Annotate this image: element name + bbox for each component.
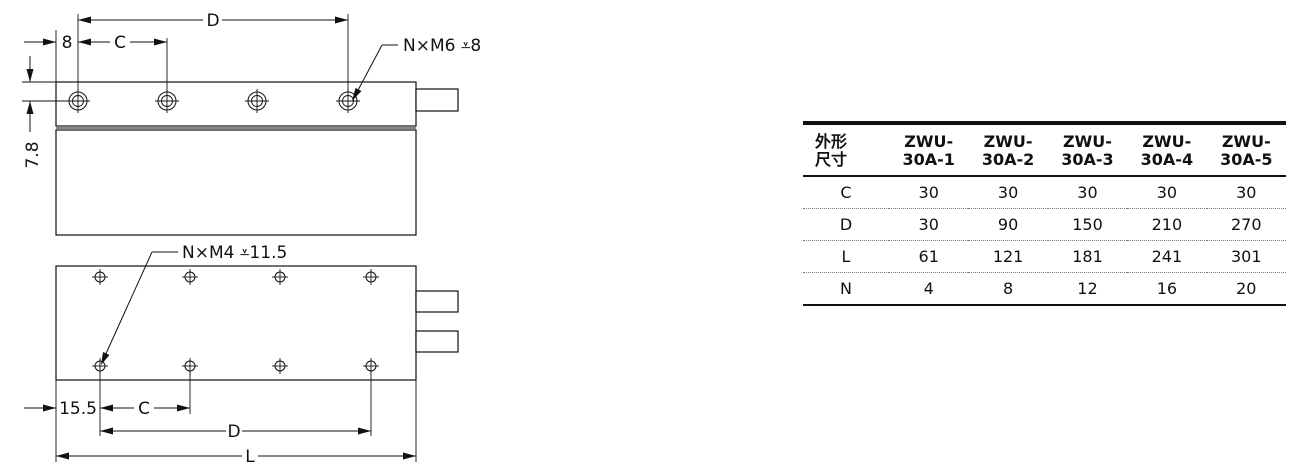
table-cell: 30 bbox=[1047, 176, 1128, 209]
connector-stub-2 bbox=[415, 330, 459, 353]
model-header-line-1: ZWU- bbox=[1142, 132, 1192, 151]
table-cell: 210 bbox=[1127, 208, 1207, 241]
table-cell: 301 bbox=[1206, 240, 1286, 273]
model-header: ZWU- 30A-3 bbox=[1048, 123, 1127, 176]
bottom-hole-7 bbox=[272, 358, 288, 374]
table-cell: 12 bbox=[1047, 272, 1128, 306]
connector-stub bbox=[415, 88, 459, 112]
table-cell: 16 bbox=[1127, 272, 1207, 306]
top-plate-outline bbox=[55, 81, 417, 127]
table-cell: 90 bbox=[968, 208, 1048, 241]
dim-name-cell: N bbox=[803, 272, 889, 306]
table-cell: 270 bbox=[1206, 208, 1286, 241]
bottom-dim-15-5-label: 15.5 bbox=[59, 399, 97, 419]
model-header-line-2: 30A-1 bbox=[902, 150, 955, 169]
technical-drawing: D 8 C 7.8 N×M6 ⩡8 bbox=[22, 11, 481, 467]
top-callout-label: N×M6 ⩡8 bbox=[403, 36, 481, 56]
model-header: ZWU- 30A-4 bbox=[1127, 123, 1206, 176]
bottom-hole-2 bbox=[182, 269, 198, 285]
bottom-hole-3 bbox=[272, 269, 288, 285]
table-cell: 30 bbox=[889, 176, 969, 209]
bottom-hole-8 bbox=[363, 358, 379, 374]
dim-name-cell: L bbox=[803, 240, 889, 273]
bottom-dim-c-label: C bbox=[138, 399, 150, 419]
bottom-body-outline bbox=[55, 265, 417, 381]
corner-header-line-2: 尺寸 bbox=[815, 150, 848, 169]
corner-header: 外形 尺寸 bbox=[803, 123, 889, 176]
model-header-line-2: 30A-4 bbox=[1140, 150, 1194, 169]
model-header-line-1: ZWU- bbox=[1221, 132, 1271, 151]
table-cell: 61 bbox=[889, 240, 969, 273]
top-view: D 8 C 7.8 N×M6 ⩡8 bbox=[22, 11, 481, 236]
table-row: D 30 90 150 210 270 bbox=[803, 208, 1286, 241]
table-cell: 121 bbox=[968, 240, 1048, 273]
dim-name-cell: D bbox=[803, 208, 889, 241]
bottom-view: N×M4 ⩡11.5 15.5 C D L bbox=[24, 243, 459, 467]
connector-stub-1 bbox=[415, 290, 459, 313]
model-header-line-1: ZWU- bbox=[904, 132, 954, 151]
table-header-row: 外形 尺寸 ZWU- 30A-1 ZWU- 30A-2 ZWU- 30A-3 Z… bbox=[803, 123, 1286, 176]
bottom-dim-l-label: L bbox=[245, 447, 255, 467]
dim-name-cell: C bbox=[803, 176, 889, 209]
table-row: N 4 8 12 16 20 bbox=[803, 272, 1286, 306]
model-header-line-2: 30A-2 bbox=[981, 150, 1035, 169]
model-header-line-1: ZWU- bbox=[983, 132, 1033, 151]
table-cell: 181 bbox=[1047, 240, 1128, 273]
table-row: C 30 30 30 30 30 bbox=[803, 176, 1286, 209]
table-cell: 150 bbox=[1047, 208, 1128, 241]
bottom-hole-6 bbox=[182, 358, 198, 374]
table-cell: 30 bbox=[889, 208, 969, 241]
bottom-dim-d-label: D bbox=[227, 422, 240, 442]
table-cell: 30 bbox=[1127, 176, 1207, 209]
model-header-line-1: ZWU- bbox=[1063, 132, 1112, 151]
top-dim-7-8-label: 7.8 bbox=[23, 141, 43, 168]
model-header: ZWU- 30A-2 bbox=[968, 123, 1047, 176]
model-header: ZWU- 30A-1 bbox=[889, 123, 968, 176]
top-dim-8-label: 8 bbox=[62, 33, 73, 53]
housing-outline bbox=[55, 129, 417, 236]
bottom-hole-4 bbox=[363, 269, 379, 285]
model-header: ZWU- 30A-5 bbox=[1207, 123, 1286, 176]
corner-header-line-1: 外形 bbox=[815, 132, 848, 151]
bottom-callout-label: N×M4 ⩡11.5 bbox=[182, 243, 287, 263]
hole-3 bbox=[245, 89, 269, 113]
model-header-line-2: 30A-3 bbox=[1061, 150, 1114, 169]
table-cell: 8 bbox=[968, 272, 1048, 306]
table-cell: 4 bbox=[889, 272, 969, 306]
table-cell: 30 bbox=[968, 176, 1048, 209]
top-dim-d-label: D bbox=[206, 11, 219, 31]
table-cell: 241 bbox=[1127, 240, 1207, 273]
bottom-hole-5 bbox=[92, 358, 108, 374]
model-header-line-2: 30A-5 bbox=[1220, 150, 1273, 169]
table-row: L 61 121 181 241 301 bbox=[803, 240, 1286, 273]
table-cell: 30 bbox=[1206, 176, 1286, 209]
bottom-hole-1 bbox=[92, 269, 108, 285]
table-cell: 20 bbox=[1206, 272, 1286, 306]
dimension-spec-table: 外形 尺寸 ZWU- 30A-1 ZWU- 30A-2 ZWU- 30A-3 Z… bbox=[803, 121, 1286, 306]
top-dim-c-label: C bbox=[114, 33, 126, 53]
